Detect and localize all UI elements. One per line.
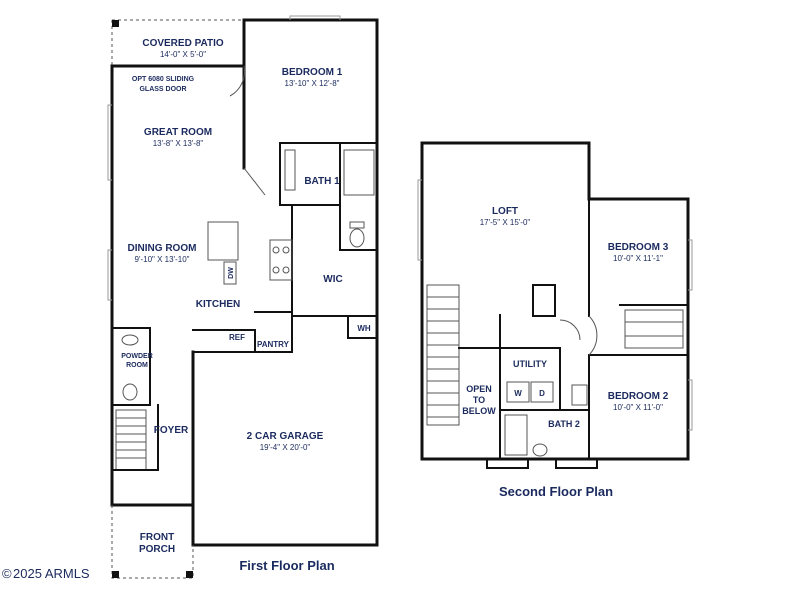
copyright-text: 2025 ARMLS (13, 566, 90, 581)
covered-patio-label: COVERED PATIO (142, 38, 224, 49)
front-porch-label-2: PORCH (139, 544, 175, 555)
bedroom3-label: BEDROOM 3 (608, 242, 669, 253)
water-heater-wall (347, 315, 378, 339)
bedroom1-label: BEDROOM 1 (282, 67, 343, 78)
copyright-symbol: © (2, 566, 12, 581)
wic-label: WIC (323, 274, 342, 285)
dishwasher (223, 261, 237, 285)
front-porch-outline (111, 505, 194, 579)
bath2-label: BATH 2 (548, 419, 580, 429)
second-floor-plan (417, 141, 693, 469)
garage-top-wall (192, 315, 378, 353)
door-swing (229, 65, 245, 97)
utility-label: UTILITY (513, 359, 547, 369)
toilet-1 (349, 228, 365, 248)
sliding-door-label-2: GLASS DOOR (139, 86, 186, 93)
kitchen-island (207, 221, 239, 261)
ref-wall (192, 329, 256, 353)
great-room-dims: 13'-8" X 13'-8" (153, 139, 204, 148)
linen-closet (532, 284, 556, 317)
stairs-first-floor (115, 409, 147, 471)
vanity-1 (284, 149, 296, 191)
sliding-door-label-1: OPT 6080 SLIDING (132, 76, 195, 83)
open-to-below-label-2: TO (473, 395, 485, 405)
stairs-second-floor (426, 284, 460, 426)
tub (504, 414, 528, 456)
ref-label: REF (229, 333, 245, 342)
sink-powder (121, 334, 139, 346)
bedroom1-dims: 13'-10" X 12'-8" (285, 79, 340, 88)
window-bay (555, 458, 598, 469)
loft-label: LOFT (492, 206, 518, 217)
window (688, 239, 693, 291)
powder-room-label-1: POWDER (121, 353, 153, 360)
toilet-powder (122, 383, 138, 401)
garage-outline (191, 314, 379, 547)
covered-patio-dims: 14'-0" X 5'-0" (160, 50, 206, 59)
dw-label: DW (228, 267, 235, 279)
door-leaf (243, 167, 266, 196)
door-swing (588, 315, 598, 356)
porch-post (186, 571, 193, 578)
porch-post (112, 571, 119, 578)
foyer-label: FOYER (154, 425, 189, 436)
great-room-label: GREAT ROOM (144, 127, 212, 138)
first-floor-title: First Floor Plan (239, 558, 334, 573)
dining-room-label: DINING ROOM (128, 243, 197, 254)
washer (506, 381, 530, 403)
dining-room-dims: 9'-10" X 13'-10" (135, 255, 190, 264)
washer-label: W (514, 389, 522, 398)
first-floor-plan (107, 15, 379, 579)
burner (272, 246, 280, 254)
burner (282, 266, 290, 274)
range (269, 239, 293, 281)
window (107, 104, 112, 181)
window (688, 379, 693, 431)
window (107, 249, 112, 301)
garage-dims: 19'-4" X 20'-0" (260, 443, 311, 452)
patio-post (112, 20, 119, 27)
window (417, 179, 422, 261)
burner (272, 266, 280, 274)
window-bay (486, 458, 529, 469)
bath1-right-wall (339, 142, 378, 251)
front-porch-label-1: FRONT (140, 532, 174, 543)
window (289, 15, 341, 20)
bedroom1-top-wall (242, 18, 379, 318)
burner (282, 246, 290, 254)
bedroom2-dims: 10'-0" X 11'-0" (613, 403, 663, 412)
toilet-1-tank (349, 221, 365, 229)
utility-walls (499, 347, 561, 411)
bedroom3-dims: 10'-0" X 11'-1" (613, 254, 663, 263)
toilet-2 (532, 443, 548, 457)
dryer (530, 381, 554, 403)
shower (343, 149, 375, 196)
hall-closets (624, 309, 684, 349)
bath1-left-wall (279, 142, 293, 206)
open-to-below-label-1: OPEN (466, 384, 492, 394)
wh-label: WH (357, 324, 371, 333)
door-swing (559, 319, 581, 341)
loft-dims: 17'-5" X 15'-0" (480, 218, 531, 227)
open-to-below-label-3: BELOW (462, 406, 496, 416)
bath1-label: BATH 1 (304, 176, 340, 187)
vanity-2 (571, 384, 588, 406)
powder-room-walls (111, 327, 151, 406)
closet-shelves (625, 321, 683, 337)
second-floor-title: Second Floor Plan (499, 484, 613, 499)
stair-wall (111, 404, 159, 471)
bedroom2-label: BEDROOM 2 (608, 391, 669, 402)
kitchen-label: KITCHEN (196, 299, 240, 310)
powder-room-label-2: ROOM (126, 362, 148, 369)
dryer-label: D (539, 389, 545, 398)
second-floor-outline (420, 141, 690, 461)
covered-patio-outline (111, 19, 244, 66)
pantry-label: PANTRY (257, 340, 290, 349)
garage-label: 2 CAR GARAGE (247, 431, 324, 442)
